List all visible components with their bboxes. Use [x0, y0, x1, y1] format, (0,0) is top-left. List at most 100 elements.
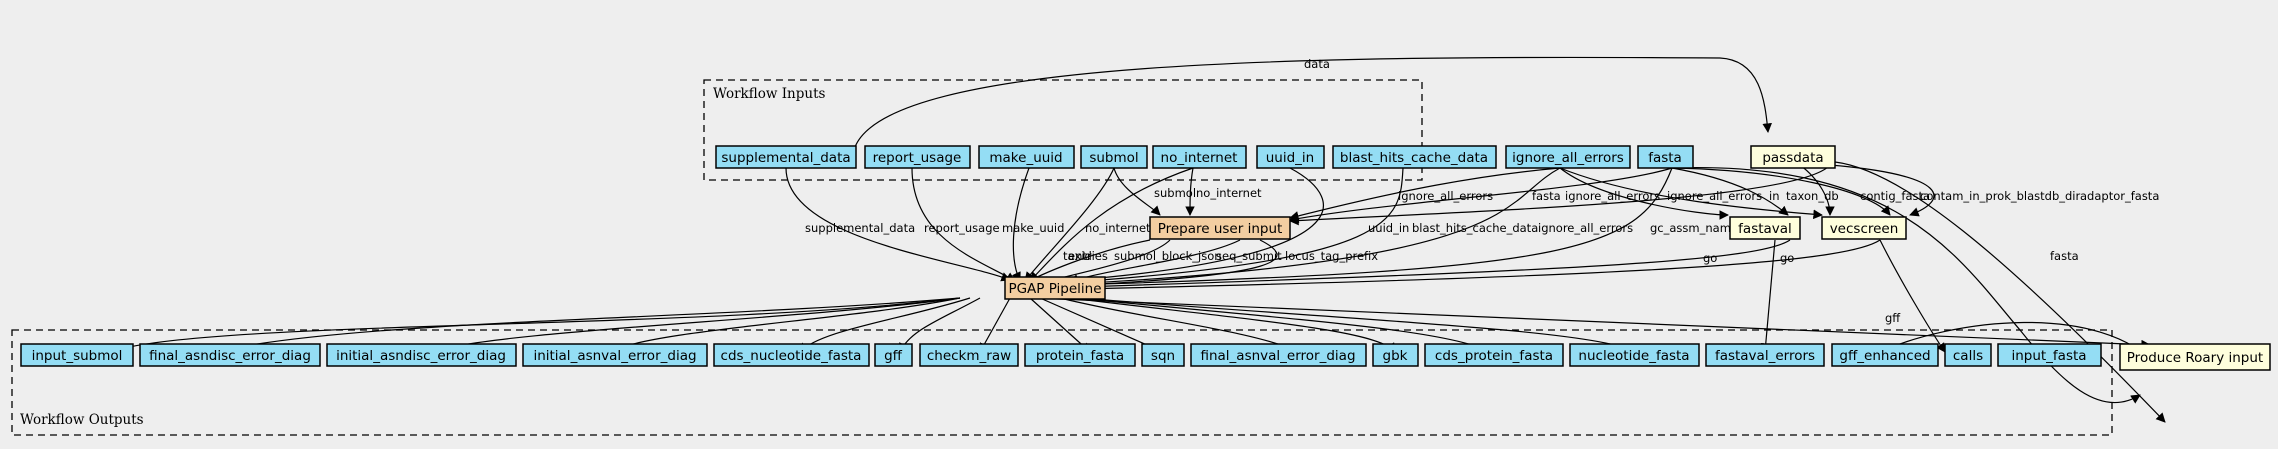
node-label: sqn	[1151, 348, 1175, 364]
output-node-final_asndisc_error_diag[interactable]: final_asndisc_error_diag	[139, 343, 321, 367]
edge-vecscreen-calls	[1879, 239, 1946, 353]
output-node-calls[interactable]: calls	[1944, 343, 1992, 367]
input-node-make_uuid[interactable]: make_uuid	[978, 145, 1075, 169]
node-label: cds_protein_fasta	[1435, 348, 1553, 364]
output-node-checkm_raw[interactable]: checkm_raw	[919, 343, 1019, 367]
node-label: uuid_in	[1266, 150, 1315, 166]
edge-fasta-vecscreen	[1671, 167, 1891, 216]
node-label: initial_asnval_error_diag	[533, 348, 696, 364]
edge-passdata-vecscreen-2	[1829, 164, 1935, 217]
edge-no_internet-pgap	[1029, 167, 1194, 282]
input-node-submol[interactable]: submol	[1080, 145, 1148, 169]
node-label: gbk	[1383, 348, 1408, 364]
input-nodes: supplemental_data report_usage make_uuid…	[715, 145, 1694, 169]
edge-label-taxon_db: taxon_db	[1786, 189, 1839, 203]
edge-blast_hits_cache_data	[1059, 167, 1404, 288]
tool-node-fastaval[interactable]: fastaval	[1729, 216, 1801, 240]
edge-label-ignore-3: ignore_all_errors	[1565, 189, 1660, 203]
edge-supplemental_data	[785, 167, 1011, 282]
edge-fastaval-pgap	[1079, 239, 1791, 292]
edge-label-submol: submol	[1154, 186, 1196, 200]
node-label: input_submol	[32, 348, 123, 364]
step-node-prepare-user-input[interactable]: Prepare user input	[1149, 216, 1291, 240]
input-node-blast_hits_cache_data[interactable]: blast_hits_cache_data	[1332, 145, 1497, 169]
output-node-gff[interactable]: gff	[874, 343, 913, 367]
node-label: supplemental_data	[721, 150, 850, 166]
edge-sqn	[1039, 297, 1164, 353]
edge-fasta-fastaval	[1671, 167, 1789, 216]
output-node-cds_nucleotide_fasta[interactable]: cds_nucleotide_fasta	[713, 343, 870, 367]
edge-passdata-vecscreen	[1799, 164, 1835, 216]
input-node-supplemental_data[interactable]: supplemental_data	[715, 145, 857, 169]
output-node-initial_asndisc_error_diag[interactable]: initial_asndisc_error_diag	[326, 343, 517, 367]
node-label: gff_enhanced	[1839, 348, 1930, 364]
edge-label-gff: gff	[1885, 311, 1901, 325]
edge-label-blast_hits: blast_hits_cache_data	[1412, 221, 1538, 235]
node-label: initial_asndisc_error_diag	[336, 348, 506, 364]
output-node-protein_fasta[interactable]: protein_fasta	[1024, 343, 1136, 367]
output-node-input_fasta[interactable]: input_fasta	[1997, 343, 2102, 367]
step-node-produce-roary-input[interactable]: Produce Roary input	[2119, 343, 2271, 371]
edge-label-fasta-2: fasta	[2050, 249, 2079, 263]
edge-final_asndisc	[214, 297, 961, 355]
edge-label-fasta-1: fasta	[1532, 189, 1561, 203]
edge-label-data: data	[1304, 57, 1330, 71]
edge-label-adaptor_fasta: adaptor_fasta	[2080, 189, 2159, 203]
edge-label-entries: entries	[1068, 249, 1108, 263]
output-node-gbk[interactable]: gbk	[1372, 343, 1419, 367]
node-label: final_asndisc_error_diag	[149, 348, 311, 364]
input-node-ignore_all_errors[interactable]: ignore_all_errors	[1505, 145, 1631, 169]
workflow-outputs-title: Workflow Outputs	[20, 412, 144, 428]
edge-label-no_internet-prep: no_internet	[1196, 186, 1262, 200]
input-node-report_usage[interactable]: report_usage	[864, 145, 971, 169]
input-node-uuid_in[interactable]: uuid_in	[1256, 145, 1325, 169]
edge-ignore-prepare	[1289, 167, 1561, 221]
node-label: report_usage	[873, 150, 962, 166]
step-node-pgap-pipeline[interactable]: PGAP Pipeline	[1004, 276, 1106, 300]
node-label: Produce Roary input	[2127, 350, 2263, 366]
edge-vecscreen-pgap	[1079, 239, 1881, 294]
edge-label-taxid: taxid	[1063, 249, 1092, 263]
edge-label-ignore-4: ignore_all_errors	[1667, 189, 1762, 203]
tool-node-vecscreen[interactable]: vecscreen	[1821, 216, 1907, 240]
node-label: input_fasta	[2011, 348, 2086, 364]
output-nodes: input_submol final_asndisc_error_diag in…	[20, 343, 2102, 367]
edges	[109, 56, 2166, 423]
node-label: no_internet	[1161, 150, 1238, 166]
output-node-nucleotide_fasta[interactable]: nucleotide_fasta	[1569, 343, 1700, 367]
input-node-fasta[interactable]: fasta	[1637, 145, 1694, 169]
tool-node-passdata[interactable]: passdata	[1750, 145, 1836, 169]
node-label: cds_nucleotide_fasta	[721, 348, 862, 364]
workflow-inputs-title: Workflow Inputs	[713, 86, 825, 102]
edge-ignore-vecscreen	[1559, 167, 1823, 220]
edge-label-supplemental_data: supplemental_data	[805, 221, 915, 235]
edge-label-ignore-1: ignore_all_errors	[1398, 189, 1493, 203]
node-label: vecscreen	[1830, 221, 1899, 237]
edge-no_internet-prepare	[1185, 167, 1195, 216]
input-node-no_internet[interactable]: no_internet	[1152, 145, 1247, 169]
output-node-cds_protein_fasta[interactable]: cds_protein_fasta	[1424, 343, 1564, 367]
output-node-initial_asnval_error_diag[interactable]: initial_asnval_error_diag	[522, 343, 708, 367]
node-label: fasta	[1648, 150, 1682, 166]
output-node-gff_enhanced[interactable]: gff_enhanced	[1831, 343, 1939, 367]
edge-ignore-fastaval	[1559, 167, 1729, 220]
edge-label-make_uuid: make_uuid	[1002, 221, 1064, 235]
output-node-input_submol[interactable]: input_submol	[20, 343, 134, 367]
edge-label-ignore-2: ignore_all_errors	[1538, 221, 1633, 235]
edge-checkm	[979, 297, 1011, 353]
edge-label-seq_submit: seq_submit	[1216, 249, 1282, 263]
node-label: PGAP Pipeline	[1008, 281, 1101, 297]
output-node-final_asnval_error_diag[interactable]: final_asnval_error_diag	[1190, 343, 1367, 367]
edge-label-gc_assm_name: gc_assm_name	[1650, 221, 1738, 235]
node-label: blast_hits_cache_data	[1340, 150, 1488, 166]
node-label: nucleotide_fasta	[1578, 348, 1689, 364]
edge-label-uuid_in: uuid_in	[1368, 221, 1409, 235]
edge-pgap-roary	[1034, 297, 2151, 350]
edge-fasta-prepare	[1289, 167, 1673, 224]
edge-labels: data supplemental_data report_usage make…	[805, 57, 2159, 325]
output-node-fastaval_errors[interactable]: fastaval_errors	[1705, 343, 1825, 367]
node-label: final_asnval_error_diag	[1200, 348, 1355, 364]
output-node-sqn[interactable]: sqn	[1141, 343, 1185, 367]
